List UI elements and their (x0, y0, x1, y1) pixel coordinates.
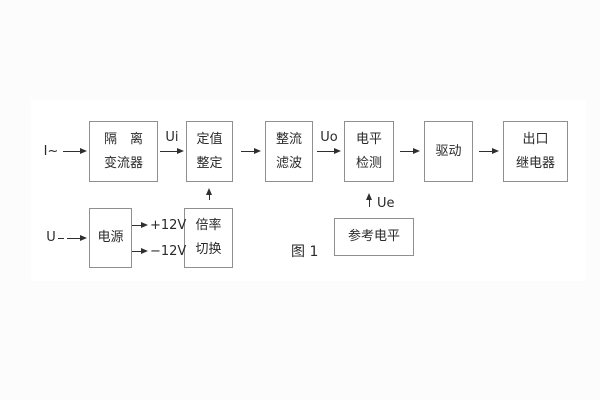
arrow-rectifier-to-level (317, 148, 341, 155)
arrow-power-minus12v (132, 248, 148, 255)
arrow-power-plus12v (132, 222, 148, 229)
line-voltage-input-dash (58, 238, 64, 239)
block-level-detector: 电平 检测 (344, 121, 394, 182)
label-voltage-input: U (46, 230, 56, 245)
arrow-input-to-power (67, 235, 87, 242)
label-signal-ui: Ui (165, 130, 179, 145)
block-output-relay-line1: 出口 (522, 131, 549, 147)
block-driver: 驱动 (424, 121, 473, 182)
block-setting-adjust-line1: 定值 (196, 131, 223, 147)
arrow-driver-to-relay (479, 148, 499, 155)
arrow-isolation-to-setting (160, 148, 184, 155)
block-isolation-transformer-line1: 隔 离 (103, 131, 143, 147)
label-minus12v: −12V (150, 244, 187, 259)
arrow-setting-to-rectifier (241, 148, 261, 155)
block-output-relay-line2: 继电器 (515, 155, 555, 171)
block-driver-line1: 驱动 (435, 143, 462, 159)
block-ratio-switch-line1: 倍率 (195, 218, 222, 233)
block-output-relay: 出口 继电器 (503, 121, 568, 182)
block-reference-level-line1: 参考电平 (347, 229, 400, 244)
block-isolation-transformer: 隔 离 变流器 (89, 121, 158, 182)
block-rectifier-filter-line2: 滤波 (275, 155, 302, 171)
block-isolation-transformer-line2: 变流器 (103, 155, 143, 171)
label-signal-ue: Ue (377, 196, 395, 211)
block-rectifier-filter: 整流 滤波 (265, 121, 313, 182)
label-current-input: I~ (43, 144, 59, 159)
arrow-input-to-isolation (63, 148, 87, 155)
arrow-reference-to-level (366, 193, 373, 207)
block-level-detector-line1: 电平 (355, 131, 382, 147)
arrow-level-to-driver (400, 148, 420, 155)
block-setting-adjust-line2: 整定 (196, 155, 223, 171)
figure-caption: 图 1 (291, 244, 319, 260)
label-plus12v: +12V (150, 218, 187, 233)
block-power-supply-line1: 电源 (97, 230, 124, 245)
block-ratio-switch: 倍率 切换 (184, 208, 233, 268)
block-power-supply: 电源 (89, 208, 132, 268)
block-setting-adjust: 定值 整定 (186, 121, 233, 182)
block-level-detector-line2: 检测 (355, 155, 382, 171)
block-ratio-switch-line2: 切换 (195, 242, 222, 257)
arrow-ratio-to-setting (206, 188, 213, 200)
label-signal-uo: Uo (320, 130, 338, 145)
block-rectifier-filter-line1: 整流 (275, 131, 302, 147)
block-reference-level: 参考电平 (334, 218, 414, 256)
